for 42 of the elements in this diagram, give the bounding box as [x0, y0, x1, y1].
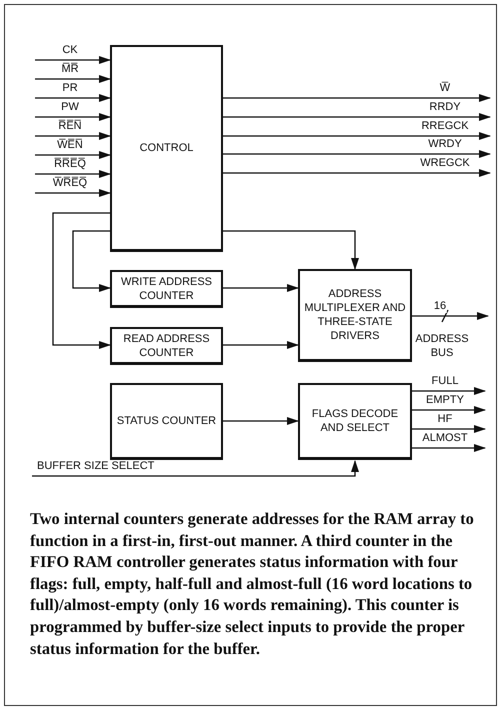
arrow [412, 312, 489, 320]
arrow [223, 113, 491, 121]
arrow [35, 132, 111, 140]
signal-label: R̅R̅E̅Q̅ [53, 158, 87, 171]
arrow [223, 150, 491, 158]
block-label: ADDRESS MULTIPLEXER AND THREE-STATE DRIVERS [303, 287, 407, 343]
arrow [223, 284, 299, 292]
block-box [298, 383, 412, 460]
block-box [110, 327, 223, 365]
block-label: CONTROL [138, 141, 194, 155]
arrow [223, 94, 491, 102]
arrow [52, 212, 111, 349]
block-box [110, 270, 223, 308]
arrow [223, 132, 491, 140]
arrow [72, 230, 111, 292]
arrow [35, 94, 111, 102]
signal-label: W̅R̅E̅Q̅ [52, 177, 88, 190]
block-label: WRITE ADDRESS COUNTER [120, 274, 214, 302]
arrow [412, 444, 486, 452]
block-box [298, 269, 412, 362]
arrow [35, 75, 111, 83]
bus-label: ADDRESS BUS [414, 332, 470, 360]
block-box [110, 383, 223, 460]
arrow [223, 230, 359, 270]
block-label: FLAGS DECODE AND SELECT [310, 407, 400, 435]
block-label: READ ADDRESS COUNTER [122, 332, 211, 360]
arrow [412, 387, 486, 395]
signal-label: 16 [432, 300, 448, 313]
block-label: STATUS COUNTER [116, 414, 218, 428]
arrow [35, 170, 111, 178]
arrow [223, 341, 299, 349]
arrow [223, 417, 299, 425]
arrow [223, 169, 491, 177]
arrow [35, 189, 111, 197]
block-box [110, 45, 223, 252]
arrow [35, 113, 111, 121]
arrow [412, 425, 486, 433]
arrow [32, 460, 359, 477]
arrow [35, 151, 111, 159]
arrow [35, 56, 111, 64]
caption: Two internal counters generate addresses for the RAM array to function in a first-in, first-out manner. A third counter in the FIFO RAM controller generates status information with four flags: full, empty, half-full and almost-full (16 word locations to full)/almost-empty (only 16 words remaining). This counter is programmed by buffer-size select inputs to provide the proper status information for the buffer. [30, 508, 475, 660]
arrow [412, 406, 486, 414]
